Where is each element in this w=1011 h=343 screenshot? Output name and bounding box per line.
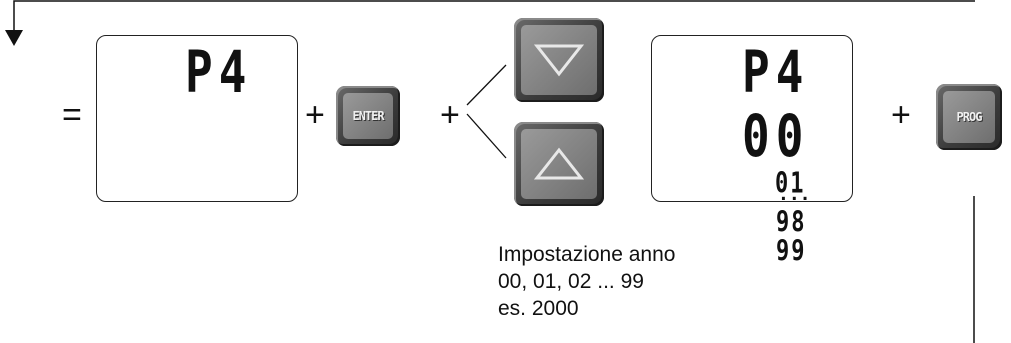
scroll-value-98: 98	[776, 207, 807, 240]
up-arrow-button[interactable]	[514, 122, 604, 206]
lcd-display-value: P4 00	[651, 35, 853, 202]
lcd-display-parameter: P4	[96, 35, 298, 202]
prog-button[interactable]: PROG	[936, 84, 1002, 150]
enter-button-label: ENTER	[352, 109, 384, 123]
display-parameter-code: P4	[742, 38, 810, 106]
caption-line-1: Impostazione anno	[498, 243, 676, 266]
enter-button[interactable]: ENTER	[336, 86, 400, 146]
down-arrow-button[interactable]	[514, 18, 604, 102]
equals-sign: =	[62, 96, 82, 134]
scroll-value-01: 01	[773, 168, 808, 201]
caption-line-3: es. 2000	[498, 297, 579, 320]
caption-line-2: 00, 01, 02 ... 99	[498, 270, 644, 293]
plus-sign: +	[440, 96, 460, 134]
prog-button-label: PROG	[956, 110, 983, 124]
plus-sign: +	[305, 96, 325, 134]
triangle-down-icon	[534, 44, 584, 77]
display-value: 00	[742, 102, 810, 170]
triangle-up-icon	[534, 147, 584, 180]
plus-sign: +	[891, 96, 911, 134]
flow-arrow-down-icon	[5, 30, 23, 46]
scroll-ellipsis: ...	[778, 184, 811, 205]
display-parameter-code: P4	[185, 38, 253, 106]
scroll-value-99: 99	[776, 236, 807, 269]
